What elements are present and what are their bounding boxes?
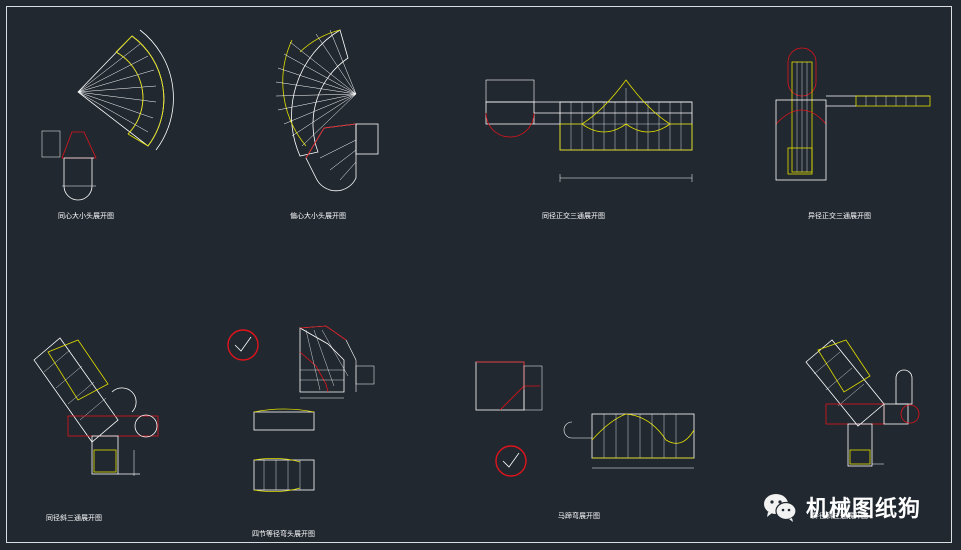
wechat-icon bbox=[764, 494, 797, 522]
caption-equal-tee: 同径正交三通展开图 bbox=[542, 212, 605, 220]
caption-mitre-bend: 马蹄弯展开图 bbox=[558, 512, 600, 520]
equal-tee-drawing bbox=[485, 79, 693, 182]
elbow-drawing bbox=[227, 325, 375, 492]
caption-concentric-reducer: 同心大小头展开图 bbox=[58, 212, 114, 220]
reducing-tee-drawing bbox=[775, 47, 931, 181]
caption-eccentric-reducer: 偏心大小头展开图 bbox=[290, 212, 346, 220]
lateral-tee-drawing bbox=[33, 337, 159, 476]
watermark-text: 机械图纸狗 bbox=[806, 497, 922, 522]
eccentric-reducer-drawing bbox=[275, 29, 379, 192]
concentric-reducer-drawing bbox=[41, 29, 174, 201]
caption-reducing-tee: 异径正交三通展开图 bbox=[808, 212, 871, 220]
caption-reducing-lateral-tee: 异径斜三通展开图 bbox=[812, 512, 868, 520]
caption-lateral-tee: 同径斜三通展开图 bbox=[46, 514, 102, 522]
watermark: 机械图纸狗 bbox=[762, 487, 921, 527]
caption-elbow: 四节等径弯头展开图 bbox=[252, 530, 315, 538]
mitre-bend-drawing bbox=[475, 361, 695, 477]
drawing-border bbox=[6, 6, 952, 543]
reducing-lateral-tee-drawing bbox=[805, 339, 920, 467]
